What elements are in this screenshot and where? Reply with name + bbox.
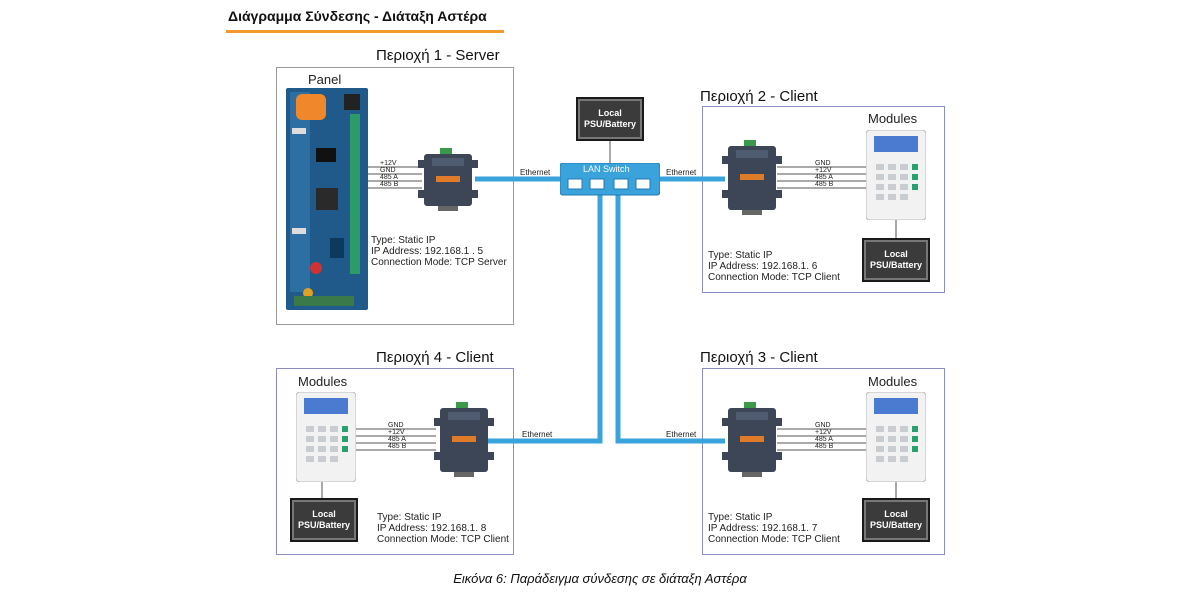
client3-converter-icon [722, 402, 782, 477]
psu-client2-line1: Local [884, 249, 908, 259]
ethernet-label-client4: Ethernet [522, 430, 553, 439]
client2-wire-label: 485 A [815, 174, 833, 181]
region-client4-title: Περιοχή 4 - Client [376, 349, 494, 366]
panel-label: Panel [308, 72, 342, 87]
client4-info: Type: Static IP IP Address: 192.168.1. 8… [377, 512, 509, 545]
client2-keypad-icon [866, 130, 926, 220]
client4-wire-label: 485 B [388, 443, 407, 450]
psu-client3-line1: Local [884, 509, 908, 519]
client4-wire-label: GND [388, 422, 404, 429]
server-wire-label: 485 B [380, 181, 399, 188]
client2-wire-label: GND [815, 160, 831, 167]
server-wire-label: GND [380, 167, 396, 174]
client4-keypad-icon [296, 392, 356, 482]
ethernet-label-server: Ethernet [520, 168, 551, 177]
psu-client2: Local PSU/Battery [862, 238, 930, 282]
cable-switch-client3 [615, 195, 725, 444]
psu-client4: Local PSU/Battery [290, 498, 358, 542]
psu-client3-line2: PSU/Battery [869, 520, 923, 530]
client3-wire-label: +12V [815, 429, 832, 436]
psu-client2-line2: PSU/Battery [869, 260, 923, 270]
ethernet-label-client3: Ethernet [666, 430, 697, 439]
client3-modules-label: Modules [868, 374, 918, 389]
client4-wire-label: 485 A [388, 436, 406, 443]
ethernet-label-client2: Ethernet [666, 168, 697, 177]
lan-switch-label: LAN Switch [583, 164, 630, 174]
server-info: Type: Static IP IP Address: 192.168.1 . … [371, 235, 507, 268]
psu-switch-line2: PSU/Battery [583, 119, 637, 129]
client3-info: Type: Static IP IP Address: 192.168.1. 7… [708, 512, 840, 545]
psu-client4-line1: Local [312, 509, 336, 519]
client2-modules-label: Modules [868, 111, 918, 126]
lan-switch-icon [560, 163, 660, 196]
client2-info: Type: Static IP IP Address: 192.168.1. 6… [708, 250, 840, 283]
server-wire-label: +12V [380, 160, 397, 167]
title-underline [226, 30, 504, 33]
client2-converter-icon [722, 140, 782, 215]
client2-wire-label: +12V [815, 167, 832, 174]
region-server-title: Περιοχή 1 - Server [376, 47, 500, 64]
client3-wire-label: 485 B [815, 443, 834, 450]
control-panel-board-icon [286, 88, 368, 310]
figure-caption: Εικόνα 6: Παράδειγμα σύνδεσης σε διάταξη… [453, 571, 747, 586]
region-client3-title: Περιοχή 3 - Client [700, 349, 818, 366]
client3-keypad-icon [866, 392, 926, 482]
client4-modules-label: Modules [298, 374, 348, 389]
client2-wire-label: 485 B [815, 181, 834, 188]
client4-wire-label: +12V [388, 429, 405, 436]
psu-switch: Local PSU/Battery [576, 97, 644, 141]
psu-client4-line2: PSU/Battery [297, 520, 351, 530]
client3-wire-label: GND [815, 422, 831, 429]
region-client2-title: Περιοχή 2 - Client [700, 88, 818, 105]
cable-switch-client4 [485, 195, 603, 444]
psu-switch-line1: Local [598, 108, 622, 118]
server-wire-label: 485 A [380, 174, 398, 181]
psu-client3: Local PSU/Battery [862, 498, 930, 542]
client3-wire-label: 485 A [815, 436, 833, 443]
client4-converter-icon [434, 402, 494, 477]
diagram-title: Διάγραμμα Σύνδεσης - Διάταξη Αστέρα [228, 8, 487, 24]
server-converter-icon [418, 148, 478, 211]
